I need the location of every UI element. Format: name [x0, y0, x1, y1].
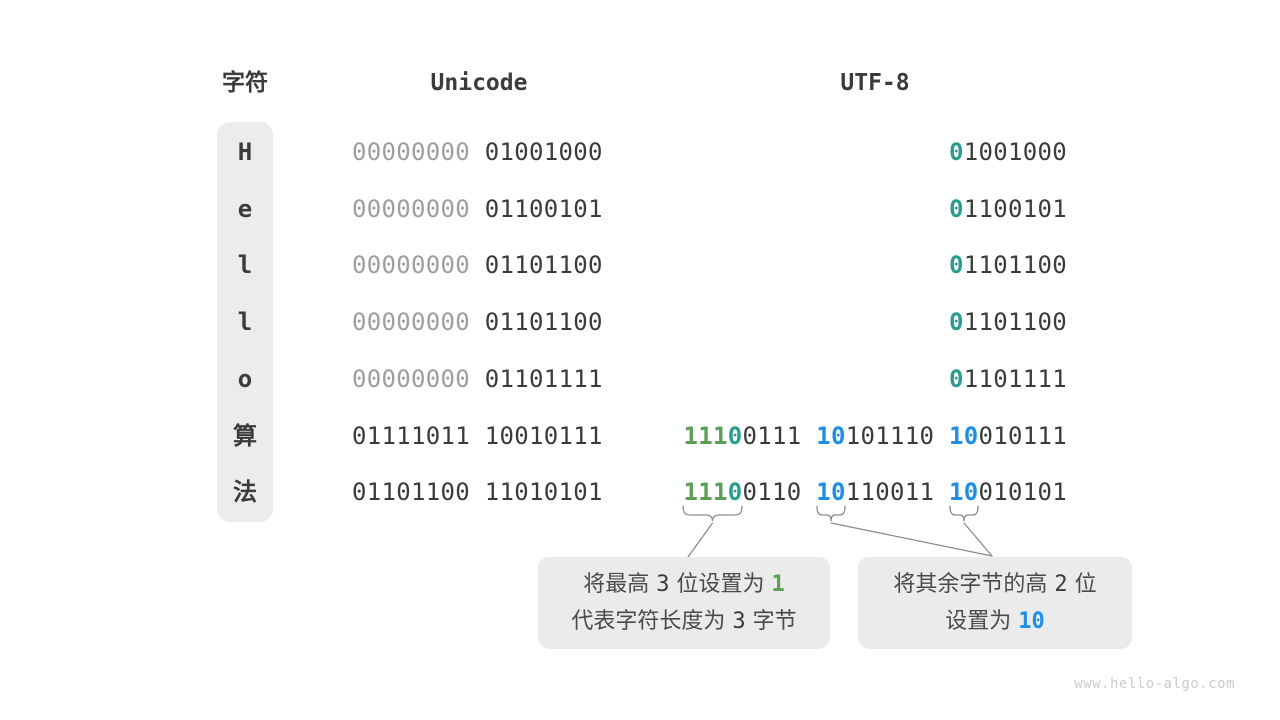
character-cell: l	[237, 251, 253, 279]
bit-segment: 0	[727, 478, 743, 506]
bit-segment: 00000000	[352, 308, 470, 336]
callout-number: 10	[1018, 609, 1045, 634]
unicode-value: 00000000 01101111	[352, 363, 603, 395]
bit-segment: 00000000	[352, 138, 470, 166]
callout-line: 将其余字节的高 2 位	[858, 568, 1132, 601]
callout-line: 代表字符长度为 3 字节	[538, 605, 830, 638]
bit-segment: 1101111	[963, 365, 1067, 393]
character-cell: 法	[233, 478, 257, 506]
bit-segment: 00000000	[352, 365, 470, 393]
callout-text: 设置为	[945, 609, 1019, 634]
callout-number: 3	[656, 572, 670, 597]
utf8-value: 01101100	[949, 249, 1067, 281]
unicode-value: 00000000 01101100	[352, 249, 603, 281]
bit-segment: 01001000	[484, 138, 603, 166]
bit-segment: 10	[816, 422, 846, 450]
unicode-value: 00000000 01001000	[352, 136, 603, 168]
bit-segment: 0	[949, 138, 964, 166]
column-header-character: 字符	[222, 70, 268, 96]
bit-segment: 10010111	[484, 422, 603, 450]
unicode-value: 00000000 01100101	[352, 193, 603, 225]
bit-segment: 11010101	[484, 478, 603, 506]
callout-line: 设置为 10	[858, 605, 1132, 638]
character-cell: o	[237, 365, 253, 393]
callout-number: 1	[771, 572, 785, 597]
callout-text: 位设置为	[669, 572, 772, 597]
callout-text: 将最高	[583, 572, 657, 597]
callout-high-bits: 将最高 3 位设置为 1 代表字符长度为 3 字节	[538, 557, 830, 649]
column-header-unicode: Unicode	[430, 70, 528, 96]
bit-segment: 10	[949, 478, 979, 506]
bit-segment: 00000000	[352, 195, 470, 223]
bit-segment: 00000000	[352, 251, 470, 279]
bit-segment: 0	[949, 308, 964, 336]
utf8-value: 11100110 10110011 10010101	[684, 476, 1068, 508]
character-cell: l	[237, 308, 253, 336]
callout-continuation-bits: 将其余字节的高 2 位 设置为 10	[858, 557, 1132, 649]
character-cell: 算	[233, 422, 257, 450]
bit-segment: 01101100	[352, 478, 470, 506]
bit-segment: 10	[949, 422, 979, 450]
bit-segment: 01100101	[484, 195, 603, 223]
callout-text: 字节	[745, 609, 797, 634]
bit-segment: 101110	[845, 422, 935, 450]
bit-segment: 0110	[742, 478, 802, 506]
utf8-value: 01001000	[949, 136, 1067, 168]
callout-text: 位	[1067, 572, 1097, 597]
bit-segment: 010111	[978, 422, 1067, 450]
underbrace-high-bits	[682, 505, 743, 522]
bit-segment: 1001000	[963, 138, 1067, 166]
bit-segment: 01111011	[352, 422, 470, 450]
character-column-background	[217, 122, 273, 522]
bit-segment: 0	[949, 365, 964, 393]
callout-line: 将最高 3 位设置为 1	[538, 568, 830, 601]
bit-segment: 111	[683, 422, 728, 450]
connector-line-byte2	[830, 522, 993, 557]
callout-text: 将其余字节的高	[893, 572, 1055, 597]
bit-segment: 110011	[845, 478, 935, 506]
bit-segment: 1101100	[963, 308, 1067, 336]
unicode-value: 01101100 11010101	[352, 476, 603, 508]
bit-segment: 01101111	[484, 365, 603, 393]
bit-segment: 010101	[978, 478, 1067, 506]
underbrace-byte2-prefix	[816, 505, 846, 522]
bit-segment: 111	[683, 478, 728, 506]
bit-segment: 01101100	[484, 308, 603, 336]
bit-segment: 0	[727, 422, 743, 450]
character-cell: H	[237, 138, 253, 166]
unicode-value: 00000000 01101100	[352, 306, 603, 338]
bit-segment: 0111	[742, 422, 802, 450]
underbrace-byte3-prefix	[949, 505, 979, 522]
unicode-value: 01111011 10010111	[352, 420, 603, 452]
utf8-value: 01101100	[949, 306, 1067, 338]
utf8-value: 11100111 10101110 10010111	[684, 420, 1068, 452]
character-cell: e	[237, 195, 253, 223]
callout-text: 代表字符长度为	[571, 609, 733, 634]
bit-segment: 1101100	[963, 251, 1067, 279]
bit-segment: 01101100	[484, 251, 603, 279]
column-header-utf8: UTF-8	[840, 70, 910, 96]
utf8-value: 01101111	[949, 363, 1067, 395]
watermark: www.hello-algo.com	[1074, 676, 1235, 692]
connector-line-byte3	[963, 522, 993, 557]
bit-segment: 1100101	[963, 195, 1067, 223]
bit-segment: 0	[949, 195, 964, 223]
callout-number: 3	[732, 609, 746, 634]
connector-line-high-bits	[687, 522, 714, 558]
utf8-value: 01100101	[949, 193, 1067, 225]
bit-segment: 10	[816, 478, 846, 506]
bit-segment: 0	[949, 251, 964, 279]
callout-number: 2	[1054, 572, 1068, 597]
